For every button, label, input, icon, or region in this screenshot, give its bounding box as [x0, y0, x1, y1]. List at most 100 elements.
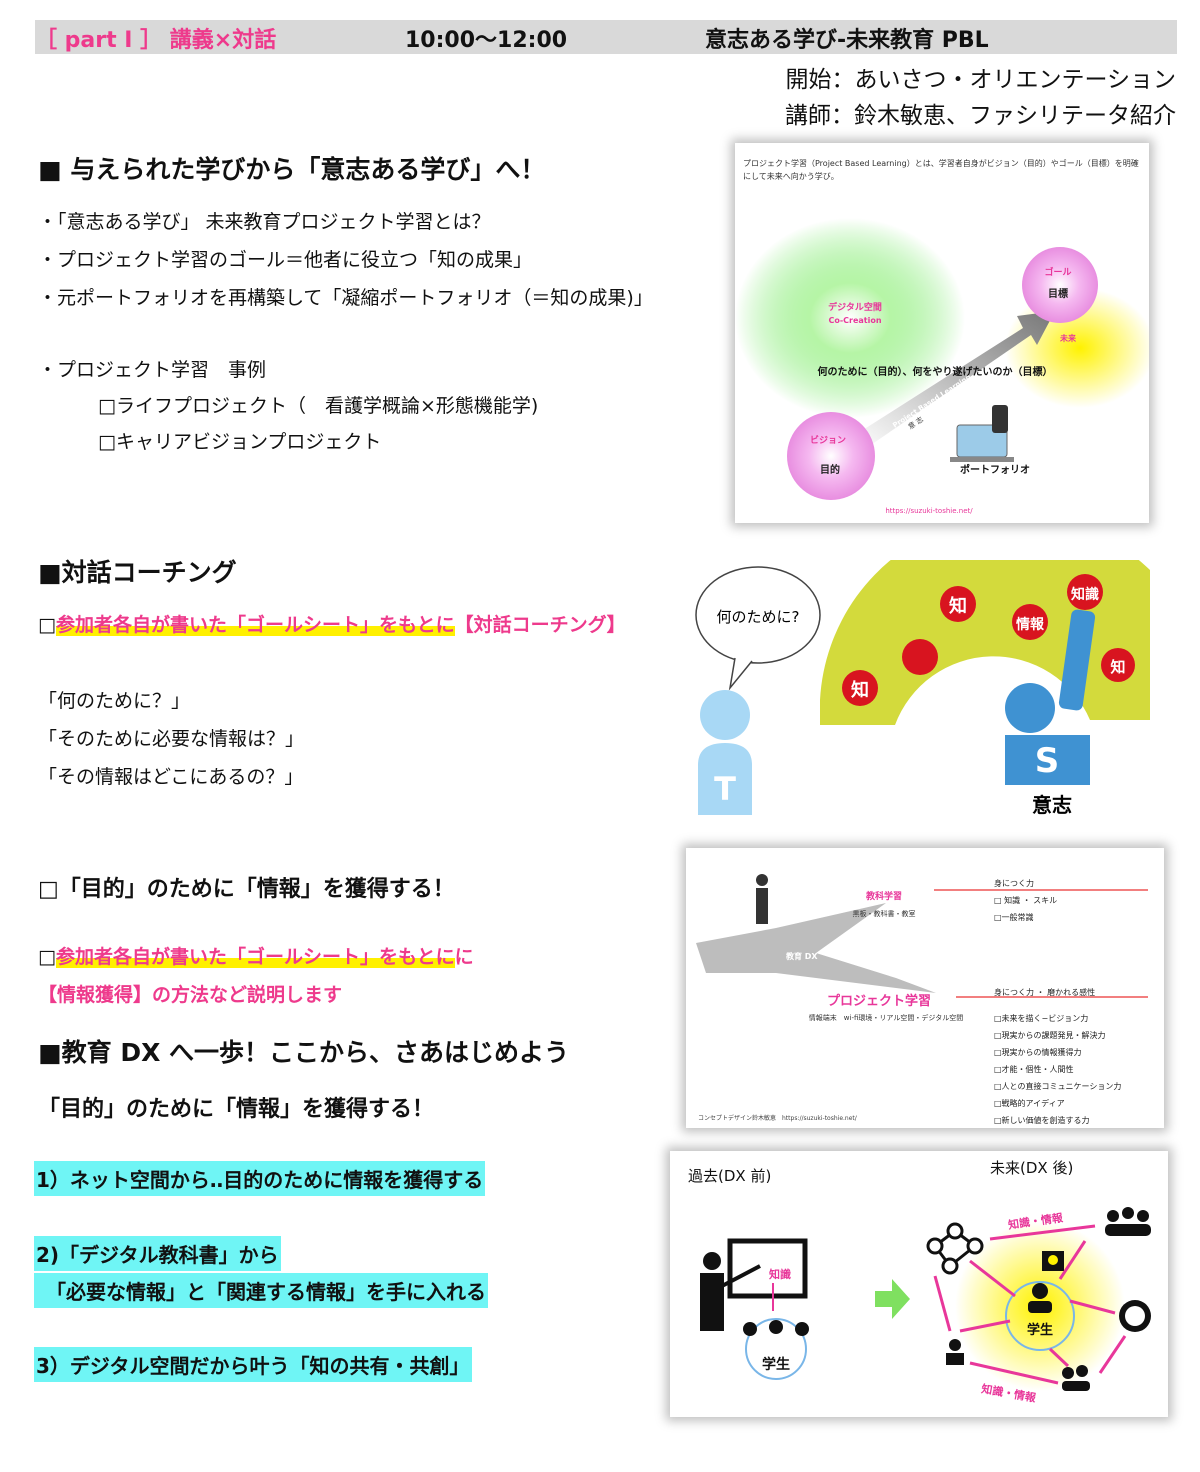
- section3-highlight: 参加者各自が書いた「ゴールシート」をもとに: [55, 946, 455, 968]
- person-icon-body: [756, 888, 768, 924]
- laptop-base: [950, 457, 1014, 462]
- speech-bubble: [695, 566, 821, 664]
- student-icon: [769, 1320, 783, 1334]
- list2-item: □才能・個性・人間性: [994, 1064, 1074, 1074]
- student-icon: [1032, 1283, 1048, 1299]
- section4-heading: ■教育 DX へ一歩！ここから、さあはじめよう: [38, 1038, 570, 1067]
- teacher-icon-body: [700, 1273, 724, 1331]
- future-label: 未来(DX 後): [990, 1159, 1073, 1177]
- question-item: 「そのために必要な情報は？」: [38, 728, 305, 750]
- textbook-sub: 黒板・教科書・教室: [853, 909, 916, 918]
- svg-text:情報: 情報: [1016, 616, 1045, 633]
- subheader-lecturer: 講師：鈴木敏恵、ファシリテータ紹介: [785, 103, 1176, 129]
- list2-item: □戦略的アイディア: [994, 1098, 1065, 1108]
- svg-text:知: 知: [851, 679, 869, 701]
- student-icon-body: [1028, 1301, 1052, 1313]
- section3-heading: □「目的」のために「情報」を獲得する！: [38, 877, 455, 902]
- vision-label: ビジョン: [810, 434, 846, 446]
- dx-comparison-card: 教科学習 黒板・教科書・教室 教育 DX プロジェクト学習 情報端末 wi-fi…: [686, 848, 1164, 1128]
- goal-circle: [1022, 247, 1098, 323]
- step-item: 3）デジタル空間だから叶う「知の共有・共創」: [34, 1347, 472, 1382]
- pbl-caption: プロジェクト学習（Project Based Learning）とは、学習者自身…: [743, 159, 1139, 181]
- lightbulb-icon: [1048, 1255, 1058, 1265]
- goal-label: ゴール: [1044, 266, 1071, 278]
- coder-icon: [946, 1339, 964, 1365]
- pbl-diagram: デジタル空間 Co-Creation ゴール 目標 未来 何のために（目的）、何…: [735, 218, 1149, 515]
- teacher-icon: [703, 1252, 721, 1270]
- apple-icon: 情報: [1012, 604, 1048, 640]
- pbl-diagram-card: プロジェクト学習（Project Based Learning）とは、学習者自身…: [735, 143, 1149, 523]
- question-item: 「その情報はどこにあるの？」: [38, 766, 304, 788]
- globe-icon: [1119, 1300, 1151, 1332]
- dx-comparison-diagram: 教科学習 黒板・教科書・教室 教育 DX プロジェクト学習 情報端末 wi-fi…: [696, 874, 1148, 1125]
- future-label: 未来: [1059, 333, 1077, 343]
- co-creation-label: Co-Creation: [828, 316, 881, 325]
- step-item: 「必要な情報」と「関連する情報」を手に入れる: [34, 1273, 488, 1308]
- apple-icon: 知: [1101, 648, 1135, 682]
- future-student-circle: [1005, 1281, 1075, 1351]
- past-student-label: 学生: [762, 1356, 790, 1373]
- list1-title: 身につく力: [994, 878, 1034, 888]
- knowledge-label: 知識: [768, 1267, 791, 1281]
- list2-title: 身につく力 ・ 磨かれる感性: [994, 987, 1095, 997]
- step-item: 1）ネット空間から‥目的のために情報を獲得する: [34, 1161, 486, 1196]
- section1-bullet: ・元ポートフォリオを再構築して「凝縮ポートフォリオ（＝知の成果)」: [38, 287, 653, 309]
- figure3-credit: コンセプトデザイン鈴木敏恵 https://suzuki-toshie.net/: [698, 1114, 858, 1122]
- project-sub: 情報端末 wi-fi環境・リアル空間・デジタル空間: [809, 1013, 963, 1022]
- list2-item: □新しい価値を創造する力: [994, 1115, 1090, 1125]
- header-bar: [35, 20, 1177, 54]
- list1-item: □ 知識 ・ スキル: [994, 895, 1057, 905]
- portfolio-label: ポートフォリオ: [960, 463, 1030, 476]
- progress-arrow: [855, 311, 1055, 449]
- apple-icon: 知: [842, 670, 878, 706]
- section1-heading: ■ 与えられた学びから「意志ある学び」へ！: [38, 155, 546, 184]
- section2-suffix: 【対話コーチング】: [454, 614, 626, 636]
- section4-subheading: 「目的」のために「情報」を獲得する！: [38, 1097, 435, 1122]
- svg-text:知識: 知識: [1071, 586, 1099, 603]
- list2-item: □現実からの情報獲得力: [994, 1047, 1082, 1057]
- vision-sub-label: 目的: [820, 463, 840, 476]
- list2-item: □未来を描く−ビジョン力: [994, 1013, 1088, 1023]
- section2-line: □参加者各自が書いた「ゴールシート」をもとに【対話コーチング】: [38, 610, 626, 637]
- phone-icon: [992, 405, 1008, 433]
- section1-example: □ライフプロジェクト（ 看護学概論×形態機能学): [98, 395, 539, 417]
- pointer-stick: [721, 1264, 761, 1288]
- person-icon: [756, 874, 768, 886]
- dx-before-after-card: 過去(DX 前) 未来(DX 後) 知識 学生 学生: [670, 1151, 1168, 1417]
- teacher-label: T: [714, 770, 736, 808]
- list1-item: □一般常識: [994, 912, 1034, 922]
- project-label: プロジェクト学習: [827, 993, 931, 1009]
- section1-example-title: ・プロジェクト学習 事例: [38, 359, 267, 381]
- subheader-start: 開始：あいさつ・オリエンテーション: [785, 67, 1176, 93]
- transition-arrow: [875, 1279, 910, 1319]
- student-arm: [1058, 609, 1096, 711]
- student-label: S: [1035, 741, 1060, 781]
- section3-line: □参加者各自が書いた「ゴールシート」をもとにに: [38, 942, 474, 969]
- connection-arrows: [933, 1224, 1127, 1385]
- team-icon: [1062, 1365, 1090, 1391]
- student-icon: [743, 1322, 757, 1336]
- list2-item: □人との直接コミュニケーション力: [994, 1081, 1121, 1091]
- vision-circle: [787, 412, 875, 500]
- question-item: 「何のために？」: [38, 690, 191, 712]
- section1-bullet: ・「意志ある学び」 未来教育プロジェクト学習とは？: [38, 211, 491, 233]
- section3-tail: に: [454, 946, 474, 968]
- teacher-head: [700, 690, 750, 740]
- apple-icon: 知: [940, 586, 976, 622]
- speech-bubble-tail: [728, 657, 753, 691]
- dx-before-after-diagram: 過去(DX 前) 未来(DX 後) 知識 学生 学生: [688, 1159, 1151, 1405]
- network-icon: [926, 1222, 984, 1275]
- section3-prefix: □: [38, 946, 56, 968]
- student-head: [1005, 683, 1055, 733]
- figure1-url: https://suzuki-toshie.net/: [885, 507, 973, 515]
- will-label: 意志: [1032, 793, 1072, 817]
- dx-label: 教育 DX: [785, 951, 818, 961]
- section2-highlight: 参加者各自が書いた「ゴールシート」をもとに: [55, 614, 455, 636]
- section3-line2: 【情報獲得】の方法など説明します: [38, 984, 343, 1006]
- section2-heading: ■対話コーチング: [38, 558, 237, 587]
- header-title: 意志ある学び-未来教育 PBL: [705, 28, 989, 53]
- section1-bullet: ・プロジェクト学習のゴール＝他者に役立つ「知の成果」: [38, 249, 533, 271]
- blackboard-icon: [727, 1238, 808, 1299]
- header-part: ［ part I ］ 講義×対話: [35, 28, 277, 53]
- student-body: [1005, 735, 1090, 785]
